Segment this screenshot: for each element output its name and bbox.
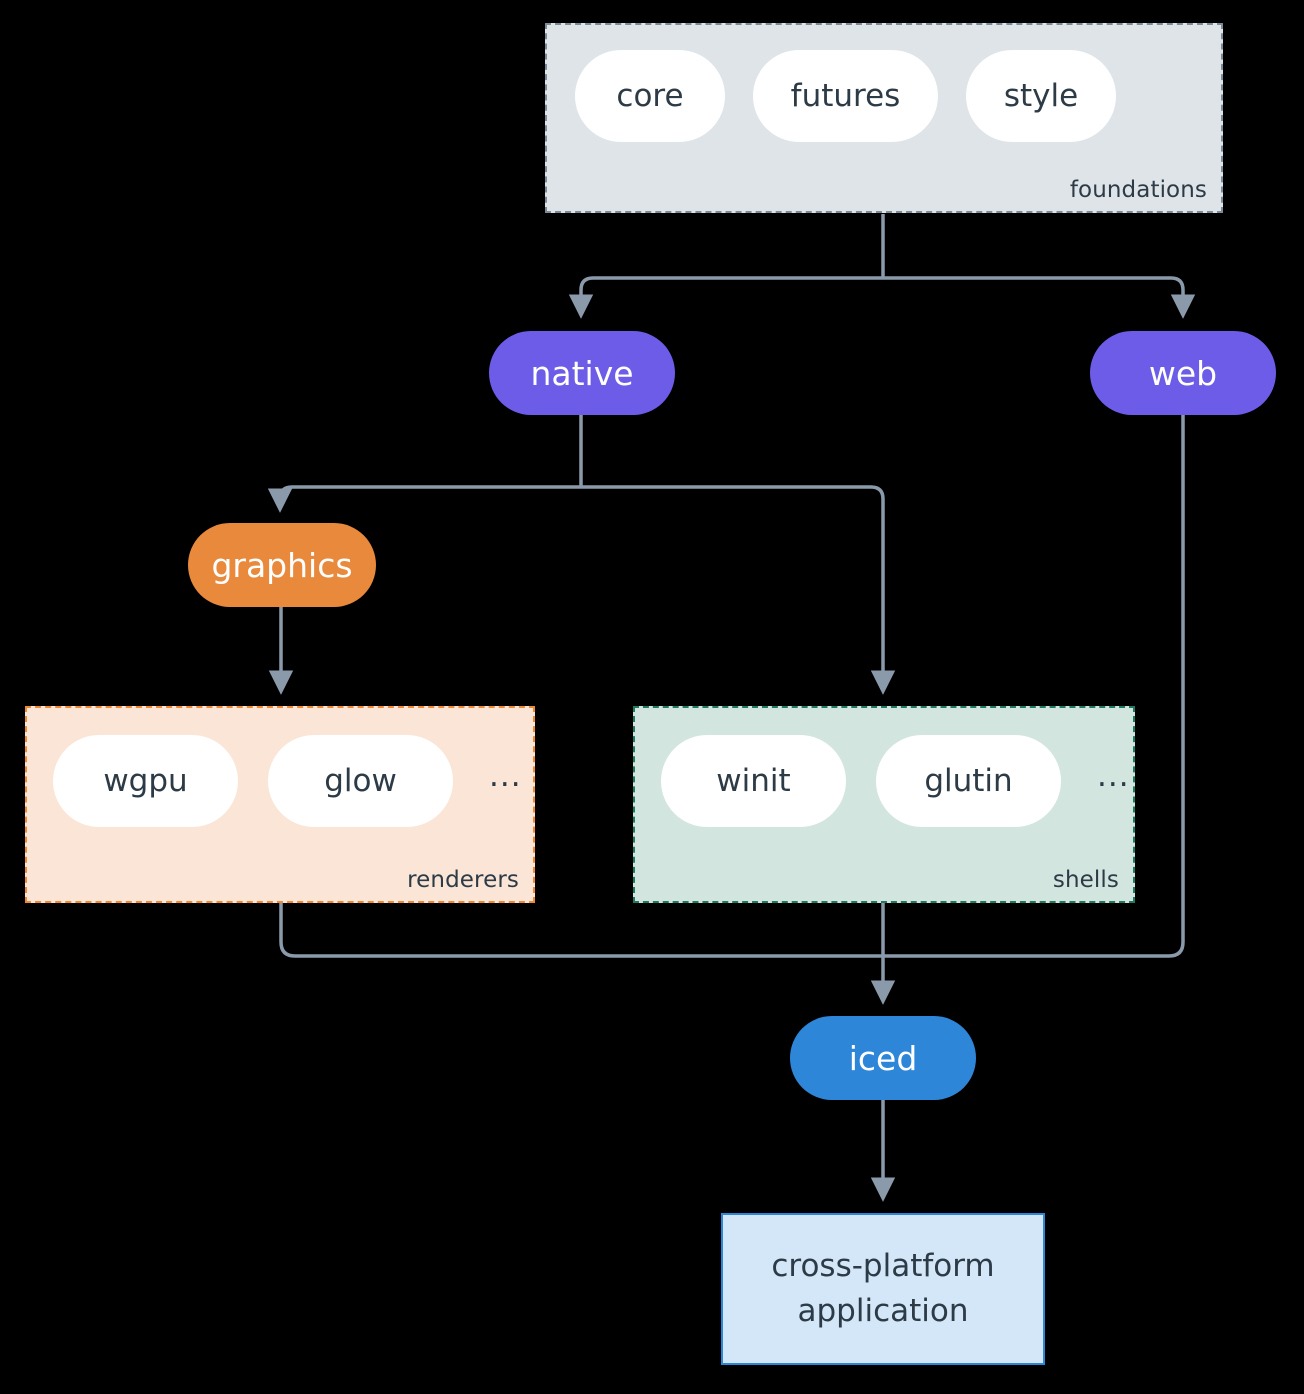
chip-glutin[interactable]: glutin: [876, 735, 1061, 827]
chip-wgpu[interactable]: wgpu: [53, 735, 238, 827]
node-iced[interactable]: iced: [790, 1016, 976, 1100]
node-cross-platform-application[interactable]: cross-platform application: [721, 1213, 1045, 1365]
group-shells: winit glutin ... shells: [633, 706, 1135, 903]
edge-renderers-to-iced: [279, 903, 883, 958]
node-native-label: native: [530, 353, 634, 393]
chip-winit[interactable]: winit: [661, 735, 846, 827]
group-label-renderers: renderers: [407, 867, 519, 893]
edge-native-to-graphics: [267, 485, 581, 513]
group-label-shells: shells: [1052, 867, 1119, 893]
renderers-more-indicator: ...: [489, 757, 522, 794]
foundations-chip-list: core futures style: [575, 50, 1116, 142]
node-web[interactable]: web: [1090, 331, 1276, 415]
node-web-label: web: [1148, 353, 1218, 393]
node-graphics[interactable]: graphics: [188, 523, 376, 607]
renderers-chip-list: wgpu glow ...: [53, 735, 528, 827]
application-label-line2: application: [797, 1293, 969, 1329]
edge-native-to-shells: [581, 485, 896, 695]
chip-core[interactable]: core: [575, 50, 725, 142]
node-native[interactable]: native: [489, 331, 675, 415]
group-renderers: wgpu glow ... renderers: [25, 706, 535, 903]
chip-style[interactable]: style: [966, 50, 1116, 142]
shells-chip-list: winit glutin ...: [661, 735, 1136, 827]
chip-glow[interactable]: glow: [268, 735, 453, 827]
edge-foundations-to-web: [883, 276, 1196, 319]
node-iced-label: iced: [848, 1038, 918, 1078]
application-label-line1: cross-platform: [771, 1248, 995, 1285]
chip-futures[interactable]: futures: [753, 50, 938, 142]
node-graphics-label: graphics: [211, 545, 353, 585]
group-label-foundations: foundations: [1069, 177, 1207, 203]
edge-foundations-to-native: [568, 276, 883, 319]
group-foundations: core futures style foundations: [545, 23, 1223, 213]
shells-more-indicator: ...: [1097, 757, 1130, 794]
